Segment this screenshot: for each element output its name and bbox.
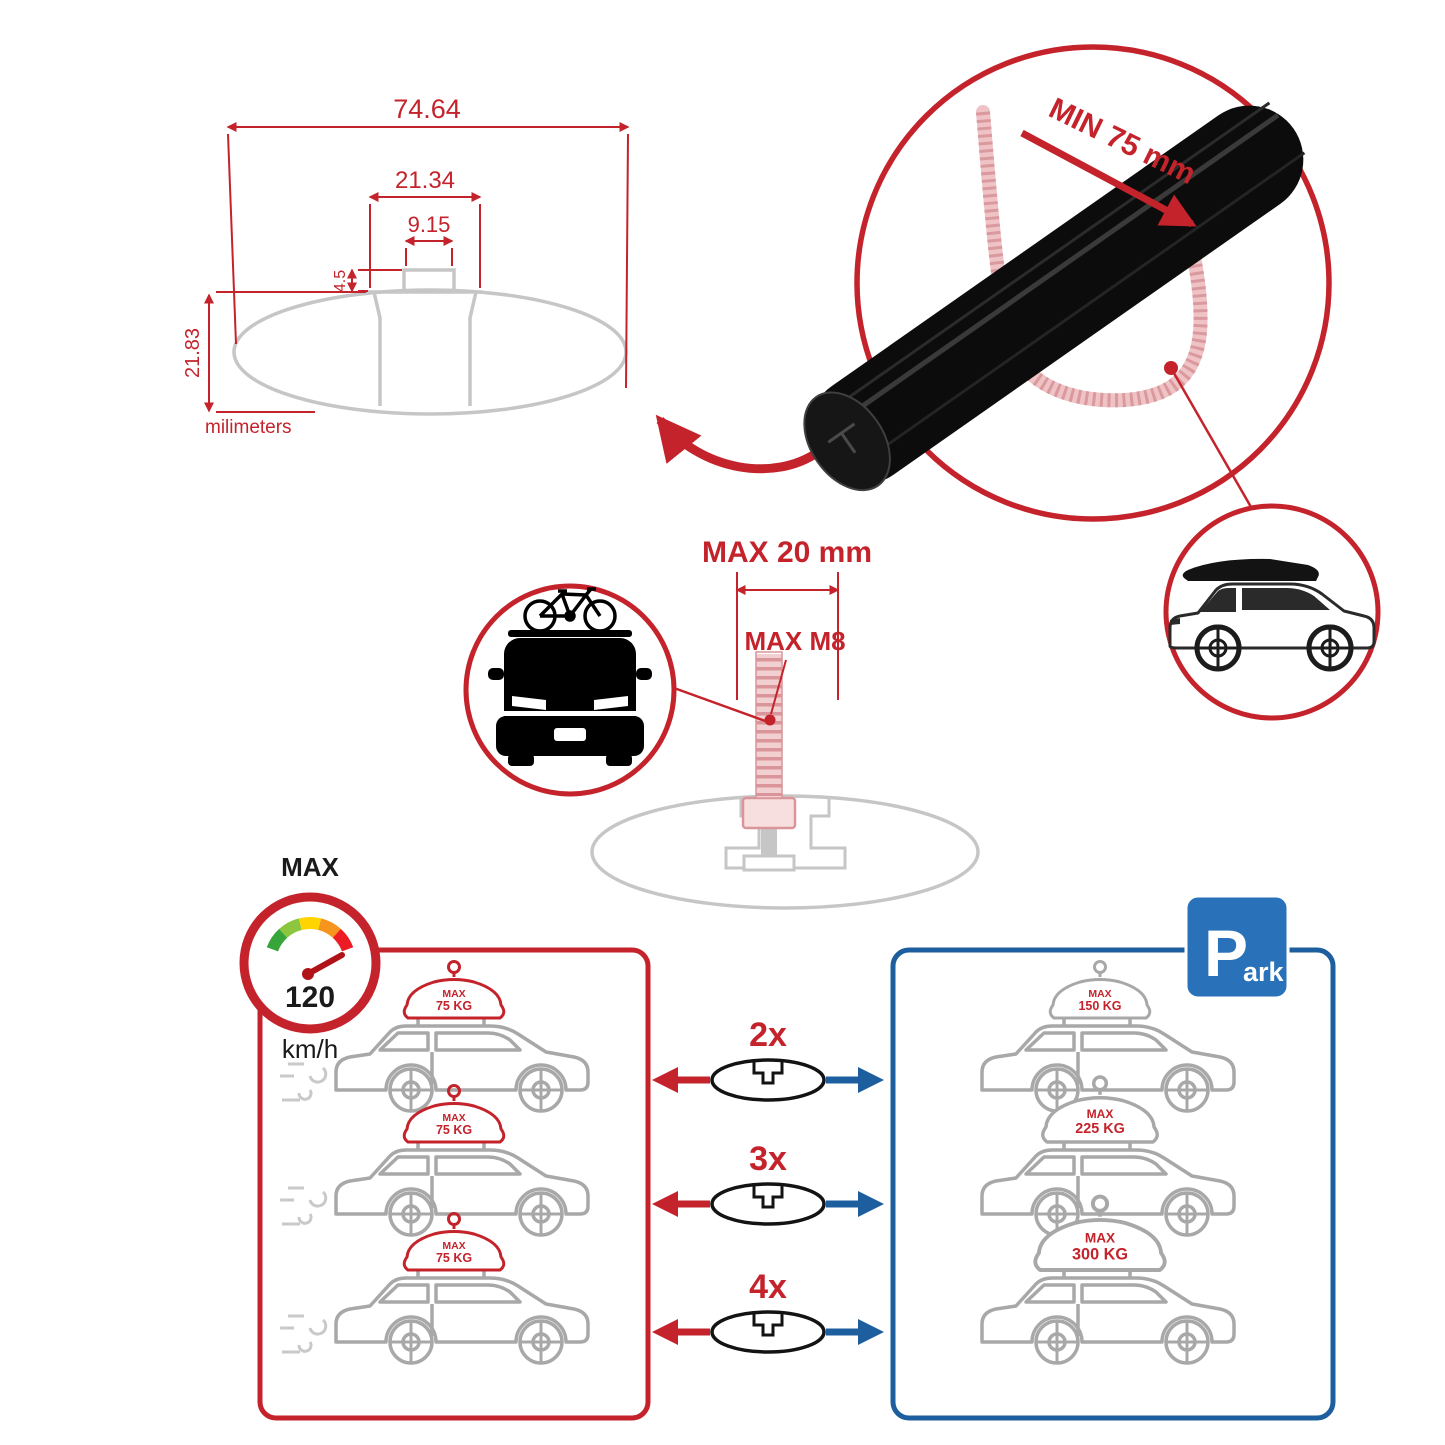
bike-car-circle — [463, 583, 769, 797]
cargo-max-label: MAX — [442, 988, 465, 1000]
crossbar-section-icon — [710, 1058, 826, 1102]
u-bolt-sketch — [976, 105, 1208, 408]
cargo-weight-label: 150 KG — [1078, 999, 1121, 1013]
min-grip-arrow — [1020, 129, 1197, 228]
speedometer-ring — [239, 892, 381, 1034]
crossbar-zoom-circle: MIN 75 mm — [803, 44, 1332, 522]
bar-count-label: 3x — [749, 1140, 787, 1178]
park-sign-suffix: ark — [1243, 957, 1285, 987]
cargo-max-label: MAX — [1085, 1231, 1115, 1246]
driving-panel-border — [257, 947, 651, 1421]
cargo-weight-label: 75 KG — [436, 1251, 472, 1265]
bolt-leader-line — [673, 686, 769, 724]
park-sign: P ark — [1184, 894, 1290, 1000]
parked-car-row-1: MAX 150 KG — [980, 960, 1236, 1113]
bolt-point-dot — [764, 714, 776, 726]
bar-cross-section-outline — [590, 794, 980, 910]
crossbar-section-icon — [710, 1310, 826, 1354]
driving-car-row-1: MAX 75 KG — [278, 960, 590, 1113]
parking-panel-border — [890, 947, 1336, 1421]
total-height-label: 21.83 — [182, 328, 204, 378]
profile-pointer-arrow — [655, 414, 821, 474]
parked-car-row-3: MAX 300 KG — [980, 1194, 1236, 1365]
suv-leader-line — [1169, 367, 1253, 508]
cargo-weight-label: 75 KG — [436, 1123, 472, 1137]
speed-unit-label: km/h — [282, 1034, 338, 1064]
units-label: milimeters — [205, 417, 292, 438]
t-bolt-head — [742, 854, 796, 872]
total-width-label: 74.64 — [393, 94, 461, 124]
max-bolt-length-label: MAX 20 mm — [702, 536, 872, 569]
cargo-weight-label: 75 KG — [436, 999, 472, 1013]
parking-panel: MAX 150 KG MAX 225 KG MAX 300 KG — [980, 960, 1236, 1365]
driving-car-row-3: MAX 75 KG — [278, 1212, 590, 1365]
driving-car-row-2: MAX 75 KG — [278, 1084, 590, 1237]
crossbar-section-icon — [710, 1182, 826, 1226]
dimension-lines — [204, 122, 630, 413]
cargo-max-label: MAX — [442, 1240, 465, 1252]
suv-roofbox-circle — [1163, 503, 1381, 721]
speedometer-gauge — [266, 917, 354, 952]
bar-count-label: 4x — [749, 1268, 787, 1306]
roof-box — [1182, 558, 1319, 581]
capacity-count-rows: 2x 3x 4x — [652, 1016, 884, 1354]
car-front-with-bike — [488, 587, 652, 766]
slot-width-label: 9.15 — [408, 212, 451, 237]
speed-max-label: MAX — [281, 852, 339, 882]
suv-illustration — [1168, 558, 1376, 672]
parked-car-row-2: MAX 225 KG — [980, 1075, 1236, 1237]
upper-width-label: 21.34 — [395, 167, 455, 194]
cargo-max-label: MAX — [1087, 1107, 1114, 1121]
speed-value: 120 — [285, 981, 335, 1014]
step-height-label: 4.5 — [332, 270, 349, 292]
cargo-weight-label: 225 KG — [1075, 1121, 1125, 1137]
cargo-weight-label: 300 KG — [1072, 1246, 1128, 1264]
driving-panel: MAX 75 KG MAX 75 KG MAX 75 KG — [278, 960, 590, 1365]
profile-dimension-diagram: 74.64 21.34 9.15 4.5 21.83 milimeters — [182, 94, 630, 438]
slot-nut — [741, 796, 797, 830]
bolt-dimension-lines — [735, 572, 840, 715]
bolt-detail-diagram: MAX 20 mm MAX M8 — [590, 536, 980, 910]
max-thread-label: MAX M8 — [744, 626, 845, 656]
cargo-max-label: MAX — [442, 1112, 465, 1124]
cargo-max-label: MAX — [1088, 988, 1111, 1000]
speedometer: MAX 120 km/h — [239, 852, 381, 1064]
park-sign-initial: P — [1204, 916, 1248, 990]
bar-count-label: 2x — [749, 1016, 787, 1054]
bike-icon — [523, 587, 617, 633]
